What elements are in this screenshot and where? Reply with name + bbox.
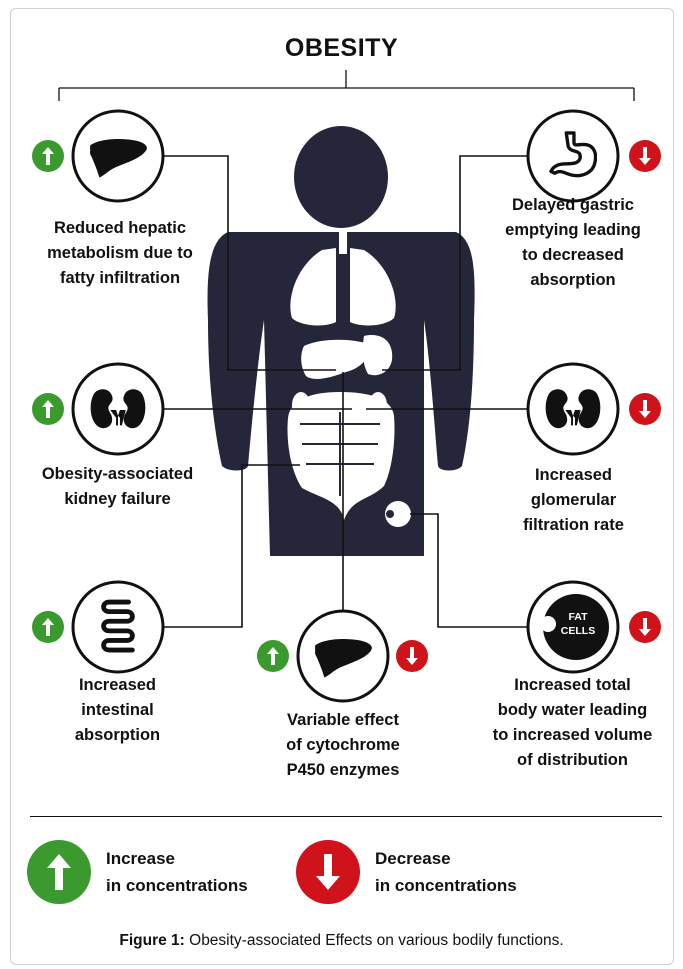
effect-label-line: emptying leading (463, 218, 683, 243)
up-arrow-icon (27, 840, 91, 904)
effect-label-line: of distribution (460, 748, 683, 773)
effect-label-line: Increased (10, 673, 225, 698)
legend-increase-badge (27, 840, 91, 904)
stomach-icon (528, 111, 618, 201)
svg-text:CELLS: CELLS (561, 625, 595, 637)
effect-label-line: Increased (466, 463, 681, 488)
increase-badge (32, 611, 64, 643)
decrease-badge (629, 611, 661, 643)
effect-label-line: body water leading (460, 698, 683, 723)
effect-label-line: P450 enzymes (243, 758, 443, 783)
effect-label-line: fatty infiltration (20, 266, 220, 291)
figure-caption: Figure 1: Obesity-associated Effects on … (0, 932, 683, 950)
effect-label-line: Increased total (460, 673, 683, 698)
effect-label-line: filtration rate (466, 513, 681, 538)
effect-label-line: Variable effect (243, 708, 443, 733)
legend-decrease-text: Decrease in concentrations (375, 845, 517, 899)
increase-badge (257, 640, 289, 672)
liver-icon (73, 111, 163, 201)
effect-label-line: kidney failure (10, 487, 225, 512)
effect-label-line: metabolism due to (20, 241, 220, 266)
increase-badge (32, 393, 64, 425)
effect-label-line: glomerular (466, 488, 681, 513)
decrease-badge (629, 140, 661, 172)
obesity-bracket (59, 70, 634, 101)
fat-cells-icon: FAT CELLS (528, 582, 618, 672)
effect-label-line: Delayed gastric (463, 193, 683, 218)
svg-text:FAT: FAT (568, 611, 588, 623)
kidneys-icon (528, 364, 618, 454)
effect-label-line: absorption (10, 723, 225, 748)
decrease-badge (396, 640, 428, 672)
legend-divider (30, 816, 662, 817)
legend-increase-text: Increase in concentrations (106, 845, 248, 899)
effect-label-line: Reduced hepatic (20, 216, 220, 241)
decrease-badge (629, 393, 661, 425)
effect-label-line: Obesity-associated (10, 462, 225, 487)
effect-label-line: to increased volume (460, 723, 683, 748)
increase-badge (32, 140, 64, 172)
trachea (339, 232, 347, 254)
effect-label-line: absorption (463, 268, 683, 293)
legend-decrease-badge (296, 840, 360, 904)
liver-icon (298, 611, 388, 701)
effect-label-line: to decreased (463, 243, 683, 268)
effect-label-line: of cytochrome (243, 733, 443, 758)
effect-label-line: intestinal (10, 698, 225, 723)
kidneys-icon (73, 364, 163, 454)
down-arrow-icon (296, 840, 360, 904)
intestine-icon (73, 582, 163, 672)
